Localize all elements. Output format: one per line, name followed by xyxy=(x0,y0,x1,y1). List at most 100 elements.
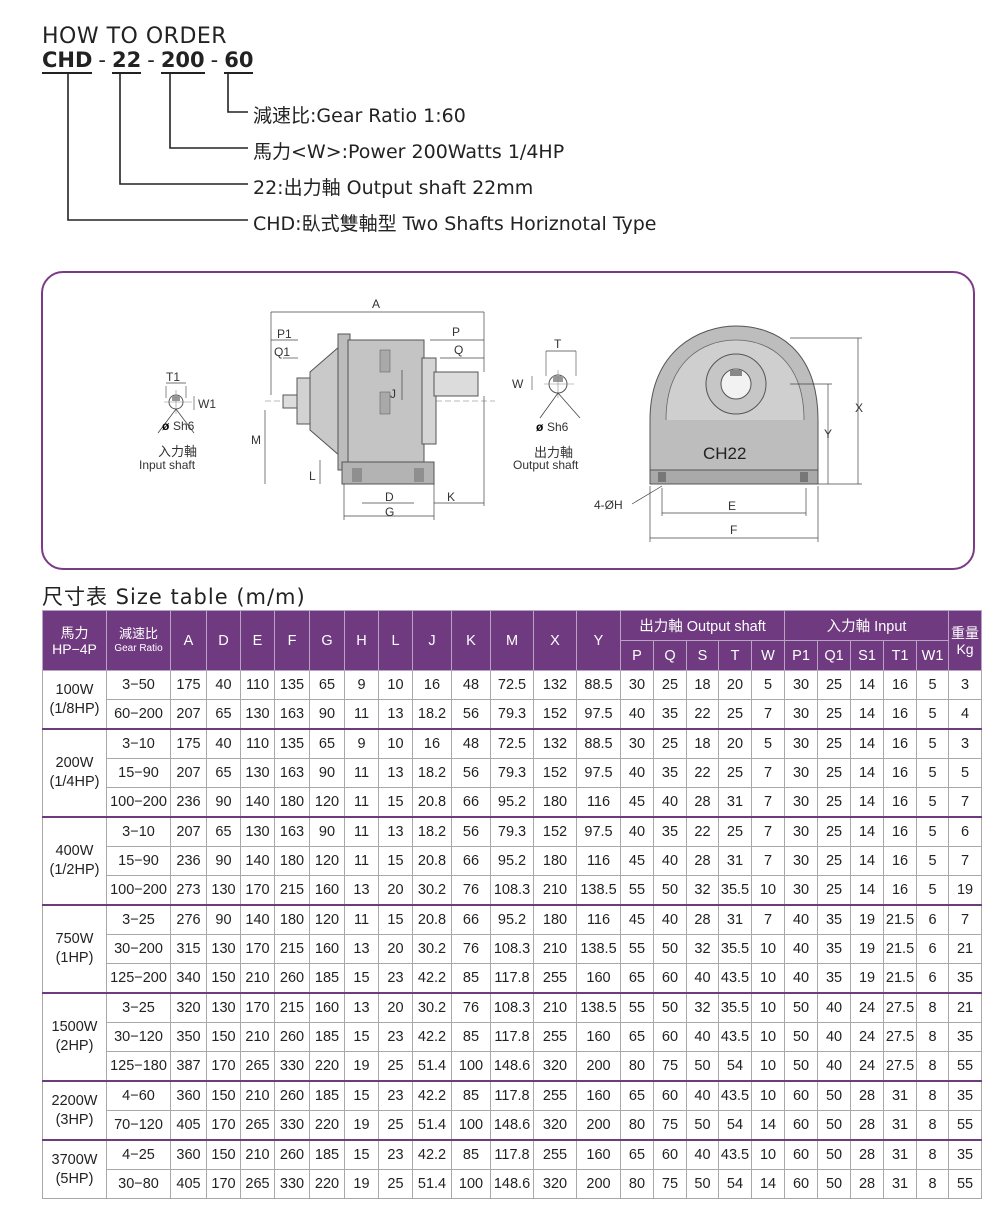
value-cell: 117.8 xyxy=(490,1080,534,1111)
value-cell: 236 xyxy=(170,787,207,818)
value-cell: 55 xyxy=(620,934,654,964)
header-col-p: P xyxy=(620,640,654,671)
ratio-cell: 100−200 xyxy=(106,875,171,906)
value-cell: 90 xyxy=(206,787,241,818)
value-cell: 35 xyxy=(817,904,852,935)
value-cell: 50 xyxy=(686,1051,719,1082)
value-cell: 24 xyxy=(850,1022,885,1052)
value-cell: 35 xyxy=(948,963,983,994)
hp-horsepower: (3HP) xyxy=(55,1111,94,1128)
value-cell: 175 xyxy=(170,728,207,759)
value-cell: 320 xyxy=(170,992,207,1023)
value-cell: 56 xyxy=(451,816,491,847)
value-cell: 3 xyxy=(948,728,983,759)
dim-e: E xyxy=(728,499,736,513)
value-cell: 28 xyxy=(686,846,719,876)
value-cell: 75 xyxy=(653,1169,687,1199)
value-cell: 35.5 xyxy=(718,934,752,964)
value-cell: 6 xyxy=(916,934,950,964)
value-cell: 20 xyxy=(718,670,752,700)
value-cell: 40 xyxy=(784,934,819,964)
value-cell: 25 xyxy=(817,875,852,906)
value-cell: 10 xyxy=(750,934,786,964)
value-cell: 185 xyxy=(309,963,345,994)
value-cell: 90 xyxy=(206,846,241,876)
value-cell: 3 xyxy=(948,670,983,700)
value-cell: 16 xyxy=(883,728,918,759)
value-cell: 95.2 xyxy=(490,787,534,818)
value-cell: 7 xyxy=(948,904,983,935)
value-cell: 11 xyxy=(344,816,379,847)
value-cell: 55 xyxy=(948,1051,983,1082)
ratio-cell: 3−10 xyxy=(106,728,171,759)
value-cell: 21 xyxy=(948,934,983,964)
value-cell: 31 xyxy=(883,1110,918,1141)
header-output-shaft: 出力軸 Output shaft xyxy=(619,610,786,641)
dim-l: L xyxy=(309,469,316,483)
value-cell: 140 xyxy=(240,787,275,818)
value-cell: 140 xyxy=(240,846,275,876)
value-cell: 10 xyxy=(750,1051,786,1082)
value-cell: 30 xyxy=(620,670,654,700)
hp-watts: 200W xyxy=(55,755,94,771)
value-cell: 15 xyxy=(344,963,379,994)
value-cell: 28 xyxy=(850,1080,885,1111)
value-cell: 42.2 xyxy=(412,1022,452,1052)
value-cell: 220 xyxy=(309,1110,345,1141)
value-cell: 20 xyxy=(378,934,413,964)
diameter-symbol: ø xyxy=(162,419,170,433)
value-cell: 50 xyxy=(817,1080,852,1111)
dim-q: Q xyxy=(454,343,463,357)
value-cell: 27.5 xyxy=(883,1022,918,1052)
value-cell: 210 xyxy=(240,963,275,994)
value-cell: 30 xyxy=(784,787,819,818)
value-cell: 25 xyxy=(653,728,687,759)
value-cell: 210 xyxy=(533,934,577,964)
header-col-w1: W1 xyxy=(916,640,950,671)
value-cell: 7 xyxy=(948,846,983,876)
value-cell: 5 xyxy=(916,728,950,759)
value-cell: 60 xyxy=(784,1080,819,1111)
ratio-cell: 3−25 xyxy=(106,992,171,1023)
value-cell: 148.6 xyxy=(490,1051,534,1082)
value-cell: 15 xyxy=(344,1139,379,1170)
value-cell: 170 xyxy=(206,1051,241,1082)
value-cell: 65 xyxy=(620,1139,654,1170)
value-cell: 48 xyxy=(451,670,491,700)
output-label-cn: 出力軸 xyxy=(534,445,573,460)
dim-q1: Q1 xyxy=(274,345,290,359)
value-cell: 15 xyxy=(344,1080,379,1111)
hp-horsepower: (5HP) xyxy=(55,1170,94,1187)
value-cell: 35 xyxy=(653,699,687,730)
value-cell: 276 xyxy=(170,904,207,935)
dim-t1: T1 xyxy=(166,370,180,384)
hp-watts: 3700W xyxy=(51,1151,98,1168)
value-cell: 330 xyxy=(274,1169,310,1199)
ratio-cell: 3−10 xyxy=(106,816,171,847)
value-cell: 160 xyxy=(309,992,345,1023)
value-cell: 255 xyxy=(533,963,577,994)
hp-watts: 1500W xyxy=(51,1019,98,1035)
value-cell: 56 xyxy=(451,758,491,788)
value-cell: 19 xyxy=(948,875,983,906)
value-cell: 320 xyxy=(533,1110,577,1141)
header-weight-unit: Kg xyxy=(956,640,974,657)
value-cell: 60 xyxy=(653,1080,687,1111)
dim-a: A xyxy=(372,297,380,311)
value-cell: 31 xyxy=(883,1169,918,1199)
value-cell: 210 xyxy=(533,992,577,1023)
value-cell: 16 xyxy=(883,787,918,818)
value-cell: 90 xyxy=(309,816,345,847)
value-cell: 260 xyxy=(274,1022,310,1052)
value-cell: 207 xyxy=(170,699,207,730)
value-cell: 60 xyxy=(653,1022,687,1052)
ratio-cell: 30−80 xyxy=(106,1169,171,1199)
dim-m: M xyxy=(251,433,261,447)
value-cell: 5 xyxy=(916,816,950,847)
value-cell: 40 xyxy=(784,904,819,935)
value-cell: 42.2 xyxy=(412,963,452,994)
value-cell: 30 xyxy=(620,728,654,759)
